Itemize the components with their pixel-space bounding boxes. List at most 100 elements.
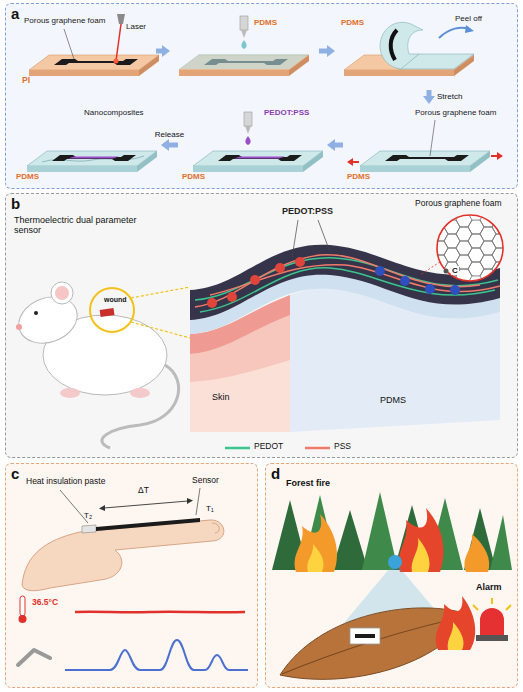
process-arrow [319, 45, 335, 57]
graphene-strip [54, 59, 138, 65]
leader-line [64, 29, 74, 59]
annotation-label: Thermoelectric dual parameter sensor [14, 215, 139, 236]
pi-substrate [29, 55, 159, 76]
panel-ground [5, 3, 518, 189]
panel-letter: a [11, 5, 19, 22]
leader-line [196, 488, 200, 515]
process-arrow [423, 90, 435, 104]
zoom-line [131, 287, 190, 298]
stretch-arrow [352, 161, 359, 163]
graphene-strip [218, 155, 302, 161]
dropper-tip [241, 30, 247, 38]
sensor-patch [100, 308, 115, 317]
pdms-coat [179, 54, 309, 69]
part-label: PEDOT:PSS [264, 108, 309, 117]
graphene-strip [391, 30, 397, 60]
process-step: PEDOT:PSSPDMS [180, 106, 325, 184]
pdms-substrate [360, 151, 490, 172]
step-peel [344, 22, 474, 76]
inset-ring [437, 215, 503, 281]
delta-arrow [104, 501, 188, 508]
lattice-inset [432, 213, 508, 283]
alarm-dome [480, 608, 504, 635]
part-label: PDMS [341, 18, 364, 27]
leader-line [318, 220, 330, 252]
legend-label: PEDOT [254, 442, 283, 452]
process-step: Porous graphene foamPDMS [345, 106, 513, 184]
part-label: PI [22, 76, 30, 86]
sensor-strip [96, 518, 200, 531]
zoom-line [131, 322, 190, 338]
laser-beam [116, 24, 121, 61]
flame [307, 544, 323, 572]
arrow-label: Stretch [437, 92, 462, 101]
hole-carrier [207, 298, 217, 308]
droplet [245, 136, 250, 145]
flame [412, 538, 430, 572]
leader-line [292, 220, 298, 258]
arrow-shaft [334, 143, 343, 148]
part-label: Porous graphene foam [415, 108, 496, 117]
panel-letter: b [11, 195, 20, 212]
graphene-lattice [492, 262, 508, 276]
hole-carrier [250, 275, 260, 285]
alarm-base [476, 635, 508, 641]
finger-nail [212, 523, 219, 533]
hole-carrier [295, 257, 305, 267]
mouse-eye [34, 311, 38, 315]
arrow-shaft [319, 49, 328, 54]
detection-source [388, 555, 402, 569]
graphene-lattice [432, 269, 448, 283]
peel-arrow [439, 28, 469, 38]
process-arrow [156, 45, 170, 57]
process-step: NanocompositesPDMS [14, 106, 159, 184]
step-drop [193, 112, 323, 172]
flame [295, 514, 337, 572]
pdms-flap [380, 22, 423, 69]
annotation-label: Porous graphene foam [415, 199, 501, 209]
panel-ground [5, 463, 258, 688]
arrow-head [162, 45, 170, 57]
flame [399, 508, 444, 572]
electron-carrier [400, 276, 410, 286]
alarm-ray [491, 598, 493, 604]
annotation-label: PEDOT:PSS [282, 206, 333, 216]
arrow-head [465, 25, 474, 33]
laser-head [117, 14, 125, 24]
mouse-nose [16, 324, 22, 330]
alarm-ray [506, 605, 511, 610]
mouse-ear [51, 282, 73, 304]
hole-carrier [227, 292, 237, 302]
panel-frame: d [265, 463, 518, 688]
process-step: PDMSPeel off [337, 14, 513, 88]
electron-carrier [425, 284, 435, 294]
pdms-substrate [27, 151, 157, 172]
thermometer [20, 596, 25, 616]
strain-trace [18, 640, 248, 670]
insulation-paste [82, 525, 96, 533]
wrinkle [42, 156, 144, 162]
pss-chain [195, 255, 480, 307]
arrow-shaft [168, 143, 178, 148]
annotation-label: Skin [212, 392, 230, 402]
panel-frame: b [5, 193, 518, 458]
droplet [241, 40, 246, 49]
mouse-ear-inner [55, 286, 69, 300]
graphene-lattice [432, 213, 508, 283]
part-label: PDMS [347, 172, 370, 181]
laser-spot [114, 59, 119, 64]
part-label: Nanocomposites [84, 108, 144, 117]
annotation-label: Alarm [476, 582, 502, 592]
electron-carrier [375, 266, 385, 276]
pulse-line [65, 640, 248, 670]
tree [490, 515, 512, 570]
arrow-label: Release [155, 130, 184, 139]
legend-label: PSS [334, 442, 351, 452]
arrow-head [347, 158, 353, 166]
composite-strip [68, 157, 119, 159]
annotation-label: Forest fire [286, 478, 330, 488]
